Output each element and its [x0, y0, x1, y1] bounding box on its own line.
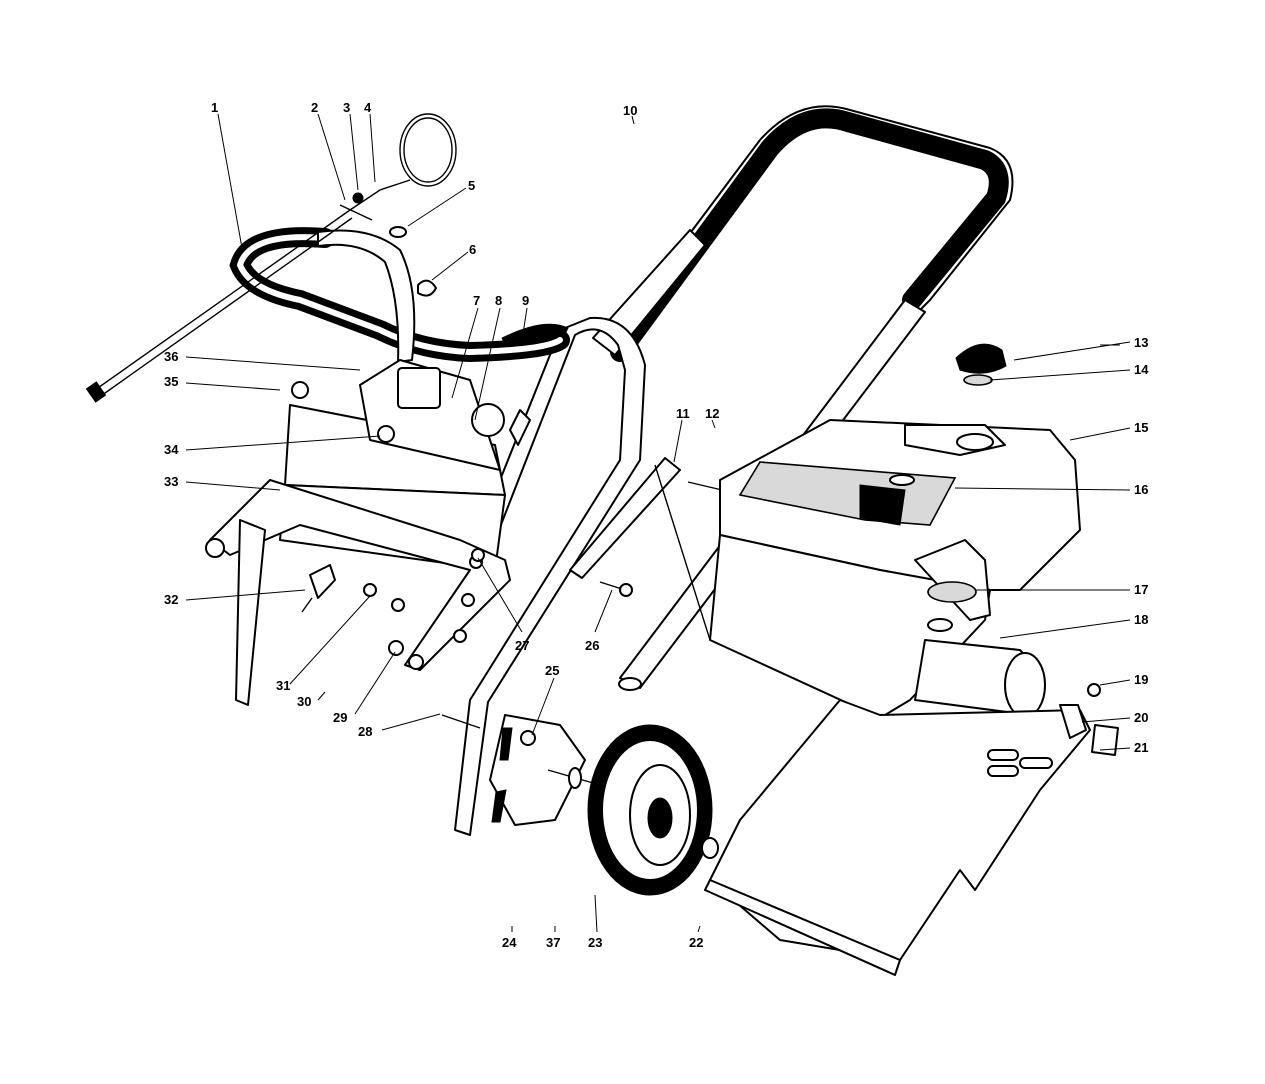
- callout-4: 4: [364, 100, 372, 115]
- callout-12: 12: [705, 406, 719, 421]
- callout-6: 6: [469, 242, 476, 257]
- callout-11: 11: [676, 406, 690, 421]
- callout-3: 3: [343, 100, 350, 115]
- callout-34: 34: [164, 442, 179, 457]
- control-panel: [205, 359, 531, 706]
- hardware: [301, 457, 723, 656]
- callout-5: 5: [468, 178, 475, 193]
- callout-10: 10: [623, 103, 637, 118]
- muffler: [914, 539, 1046, 718]
- control-handle: [229, 227, 570, 363]
- callout-9: 9: [522, 293, 529, 308]
- callout-20: 20: [1134, 710, 1148, 725]
- callout-19: 19: [1134, 672, 1148, 687]
- callout-29: 29: [333, 710, 347, 725]
- callout-31: 31: [276, 678, 290, 693]
- callout-22: 22: [689, 935, 703, 950]
- leader-lines: [185, 113, 1131, 933]
- callout-32: 32: [164, 592, 178, 607]
- callout-30: 30: [297, 694, 311, 709]
- callout-17: 17: [1134, 582, 1148, 597]
- wheel-assembly: [441, 714, 719, 896]
- callout-23: 23: [588, 935, 602, 950]
- callout-1: 1: [211, 100, 218, 115]
- callout-2: 2: [311, 100, 318, 115]
- callout-8: 8: [495, 293, 502, 308]
- callout-33: 33: [164, 474, 178, 489]
- callout-7: 7: [473, 293, 480, 308]
- callout-16: 16: [1134, 482, 1148, 497]
- callout-21: 21: [1134, 740, 1148, 755]
- callout-27: 27: [515, 638, 529, 653]
- callout-14: 14: [1134, 362, 1149, 377]
- callout-25: 25: [545, 663, 559, 678]
- gas-cap: [955, 343, 1007, 386]
- callout-13: 13: [1134, 335, 1148, 350]
- callout-15: 15: [1134, 420, 1148, 435]
- callout-36: 36: [164, 349, 178, 364]
- callout-labels: 1 2 3 4 5 6 7 8 9 10 11 12 13 14 15 16 1…: [164, 100, 1149, 950]
- callout-28: 28: [358, 724, 372, 739]
- callout-26: 26: [585, 638, 599, 653]
- discharge-chute: [704, 683, 1119, 976]
- callout-18: 18: [1134, 612, 1148, 627]
- callout-35: 35: [164, 374, 178, 389]
- control-rod: [85, 113, 457, 403]
- callout-24: 24: [502, 935, 517, 950]
- callout-37: 37: [546, 935, 560, 950]
